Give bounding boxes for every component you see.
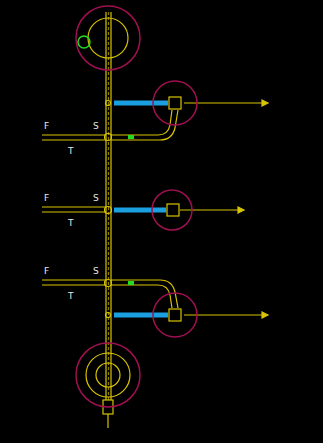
tee-mark: T xyxy=(68,291,74,301)
supply-mark: S xyxy=(93,193,99,203)
flow-mark: F xyxy=(44,193,49,203)
supply-mark: S xyxy=(93,266,99,276)
flow-mark: F xyxy=(44,266,49,276)
supply-mark: S xyxy=(93,121,99,131)
flow-mark: F xyxy=(44,121,49,131)
tee-mark: T xyxy=(68,146,74,156)
tee-mark: T xyxy=(68,218,74,228)
